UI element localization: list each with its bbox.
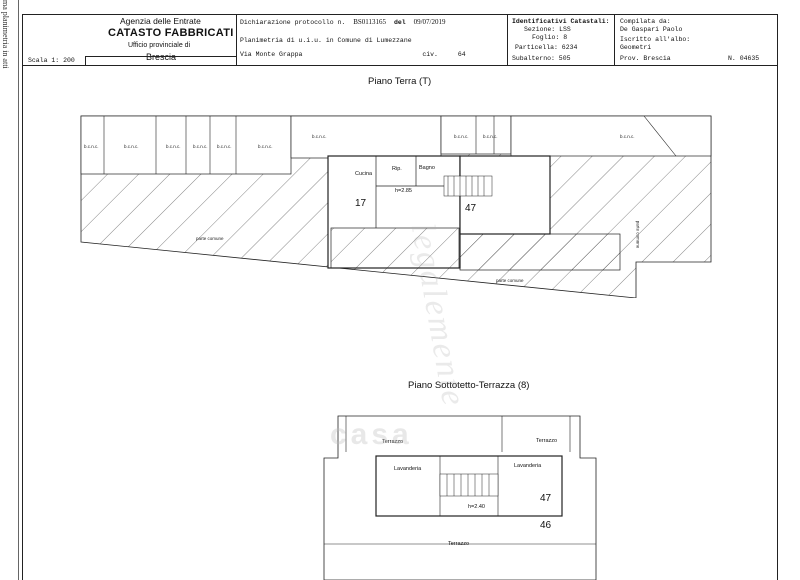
unit-47-attic-number: 47 — [540, 493, 552, 504]
unit-46-number: 46 — [540, 520, 552, 531]
rip-label: Rip. — [392, 166, 402, 172]
catasto-title: CATASTO FABBRICATI — [108, 27, 234, 39]
height-ground: h=2.85 — [395, 188, 412, 194]
numero: N. 04635 — [728, 55, 760, 62]
agency-title: Agenzia delle Entrate — [120, 16, 201, 26]
bcnc-label-4: b.c.n.c. — [193, 144, 208, 149]
compilata-title: Compilata da: — [620, 18, 671, 25]
ufficio-label: Ufficio provinciale di — [128, 42, 191, 49]
watermark-logo: casa — [330, 418, 413, 451]
address-line: Via Monte Grappa civ. 64 — [240, 51, 466, 58]
unit-47-number: 47 — [465, 203, 477, 214]
scala-label: Scala 1: 200 — [28, 57, 75, 64]
lavanderia-label-1: Lavanderia — [394, 466, 422, 472]
parte-comune-1: parte comune — [196, 236, 224, 241]
left-margin-line — [18, 0, 19, 580]
terrazzo-label-2: Terrazzo — [536, 438, 558, 444]
bcnc-label-2: b.c.n.c. — [124, 144, 139, 149]
bagno-label: Bagno — [419, 165, 435, 171]
foglio: Foglio: 8 — [532, 34, 568, 41]
city-label: Brescia — [146, 52, 177, 62]
piano-terra-plan — [80, 115, 712, 298]
divider-1 — [236, 14, 237, 66]
declaration-line: Dichiarazione protocollo n. BS0113165 de… — [240, 18, 446, 26]
bcnc-label-8: b.c.n.c. — [454, 134, 469, 139]
subalterno: Subalterno: 505 — [512, 55, 571, 62]
bcnc-label-1: b.c.n.c. — [84, 144, 99, 149]
scala-box — [22, 56, 86, 66]
terrazzo-label-3: Terrazzo — [448, 541, 470, 547]
drawing-frame — [22, 66, 778, 580]
bcnc-label-6: b.c.n.c. — [258, 144, 273, 149]
height-attic: h=2.40 — [468, 504, 485, 510]
bcnc-label-10: b.c.n.c. — [620, 134, 635, 139]
divider-3 — [614, 14, 615, 66]
piano-sottotetto-plan — [323, 415, 597, 580]
piano-sottotetto-title: Piano Sottotetto-Terrazza (8) — [408, 380, 530, 391]
divider-2 — [507, 14, 508, 66]
particella: Particella: 6234 — [515, 44, 578, 51]
identificativi-title: Identificativi Catastali: — [512, 18, 610, 25]
albo: Geometri — [620, 44, 652, 51]
cucina-label: Cucina — [355, 171, 373, 177]
stairs-attic — [439, 473, 499, 497]
bcnc-label-9: b.c.n.c. — [483, 134, 498, 139]
bcnc-label-5: b.c.n.c. — [217, 144, 232, 149]
parte-comune-3: parte comune — [635, 220, 641, 249]
planimetria-line: Planimetria di u.i.u. in Comune di Lumez… — [240, 37, 412, 44]
iscritto: Iscritto all'albo: — [620, 36, 691, 43]
terrazzo-label-1: Terrazzo — [382, 439, 404, 445]
stairs-ground — [443, 175, 493, 197]
header-frame — [22, 14, 778, 66]
parte-comune-2: parte comune — [496, 278, 524, 283]
bcnc-label-3: b.c.n.c. — [166, 144, 181, 149]
prov: Prov. Brescia — [620, 55, 671, 62]
compilatore: De Gaspari Paolo — [620, 26, 683, 33]
sezione: Sezione: LSS — [524, 26, 571, 33]
bcnc-label-7: b.c.n.c. — [312, 134, 327, 139]
unit-17-number: 17 — [355, 198, 367, 209]
sidebar-note: ma planimetria in atti — [1, 0, 10, 69]
piano-terra-title: Piano Terra (T) — [368, 76, 432, 87]
lavanderia-label-2: Lavanderia — [514, 463, 542, 469]
divider-4 — [86, 56, 236, 57]
